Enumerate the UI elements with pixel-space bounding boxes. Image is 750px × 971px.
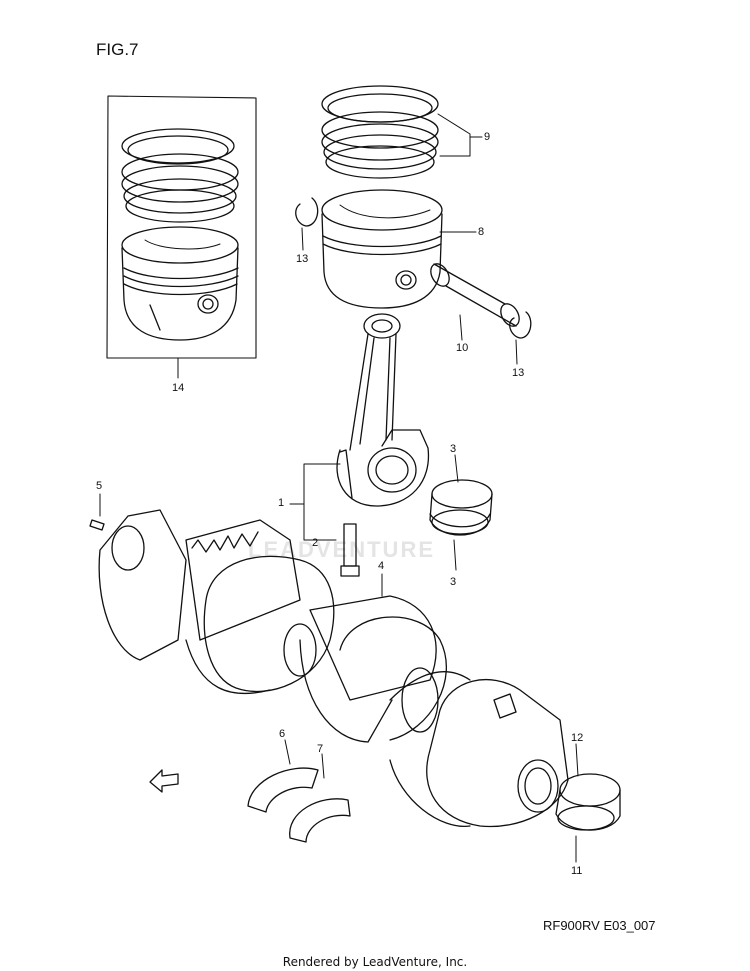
- callout-2[interactable]: 2: [312, 537, 319, 549]
- callout-4[interactable]: 4: [378, 560, 385, 572]
- callout-3-upper[interactable]: 3: [450, 443, 457, 455]
- crankpin-bearings: [429, 479, 493, 536]
- piston-rings: [321, 85, 439, 179]
- piston: [321, 189, 443, 309]
- callout-11[interactable]: 9: [484, 131, 491, 143]
- callout-7[interactable]: 7: [317, 743, 324, 755]
- callout-8[interactable]: 11: [571, 865, 583, 877]
- callout-14[interactable]: 14: [172, 382, 185, 394]
- thrust-bearings: [247, 767, 351, 843]
- fwd-arrow-icon: [149, 769, 179, 793]
- callout-13-left[interactable]: 13: [296, 253, 309, 265]
- callout-13-right[interactable]: 13: [512, 367, 525, 379]
- piston-kit-box: [106, 95, 257, 359]
- pin: [89, 519, 105, 531]
- connecting-rod: [336, 313, 430, 507]
- callout-12[interactable]: 10: [456, 342, 469, 354]
- callout-9[interactable]: 12: [571, 732, 584, 744]
- footer-credit: Rendered by LeadVenture, Inc.: [282, 955, 468, 969]
- callout-10[interactable]: 8: [478, 226, 485, 238]
- callout-1[interactable]: 1: [278, 497, 285, 509]
- diagram-code: RF900RV E03_007: [543, 918, 656, 933]
- crankshaft: [98, 509, 569, 828]
- callout-5[interactable]: 5: [96, 480, 103, 492]
- callout-6[interactable]: 6: [279, 728, 286, 740]
- rod-bolt: [340, 523, 360, 577]
- watermark: LEADVENTURE: [248, 537, 436, 562]
- circlips: [295, 197, 532, 339]
- piston-pin: [430, 263, 520, 327]
- callout-3-lower[interactable]: 3: [450, 576, 457, 588]
- figure-label: FIG.7: [96, 40, 139, 59]
- journal-bearings: [555, 773, 621, 831]
